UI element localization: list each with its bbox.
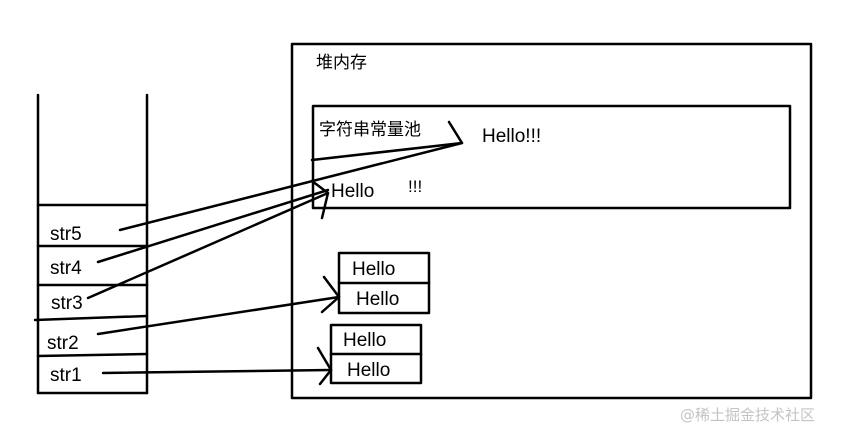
str2-reference-line [96, 295, 341, 336]
str5-reference-line [118, 141, 464, 232]
stack-var-str3: str3 [51, 293, 83, 314]
stack-divider [36, 352, 149, 358]
pool-bangs: !!! [408, 177, 423, 196]
watermark: @稀土掘金技术社区 [680, 406, 816, 424]
heap-title: 堆内存 [316, 53, 367, 73]
str3-reference-line [86, 191, 330, 300]
str4-reference-line [96, 188, 330, 264]
heap-object-2-arrowhead [316, 346, 333, 386]
pool-hello-arrowhead [310, 179, 330, 220]
stack-var-str4: str4 [50, 258, 82, 279]
stack-var-str5: str5 [50, 224, 82, 245]
heap-object-1-arrowhead [320, 275, 341, 314]
heap-object-2-top: Hello [343, 330, 387, 351]
pool-hello-full: Hello!!! [482, 126, 542, 147]
heap-object-1-top: Hello [352, 259, 396, 280]
heap-box [290, 42, 813, 400]
stack-var-str1: str1 [50, 365, 82, 386]
heap-object-2-bottom: Hello [347, 360, 391, 381]
string-pool-title: 字符串常量池 [319, 120, 421, 140]
pool-hello: Hello [331, 181, 375, 202]
stack-var-str2: str2 [47, 333, 79, 354]
heap-object-1-bottom: Hello [356, 289, 400, 310]
string-pool-box [311, 104, 792, 210]
str1-reference-line [101, 368, 333, 375]
stack-divider [33, 314, 149, 322]
